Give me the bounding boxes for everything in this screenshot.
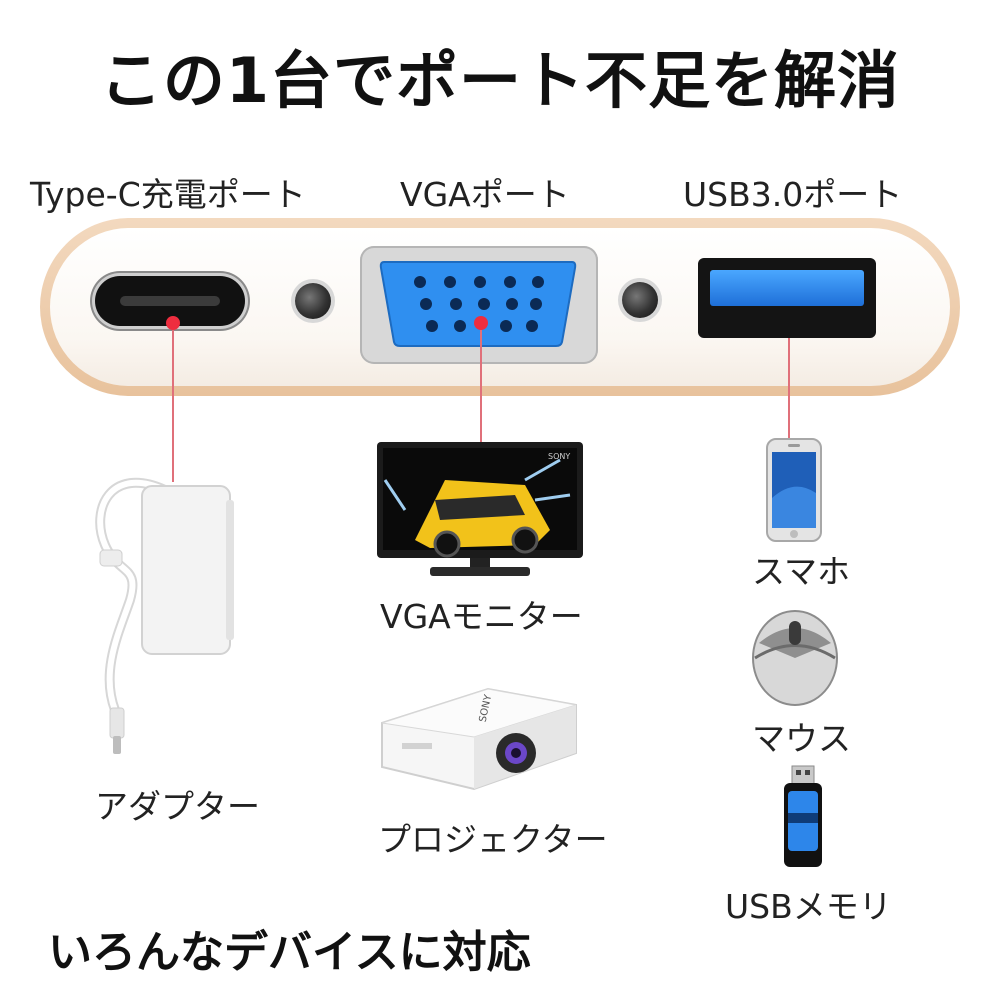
usb-stick-label: USBメモリ <box>725 887 892 926</box>
screw-left <box>295 283 331 319</box>
vga-monitor-label: VGAモニター <box>380 597 583 636</box>
usb-connector-line <box>788 338 790 438</box>
page-title: この1台でポート不足を解消 <box>99 44 901 117</box>
projector-label: プロジェクター <box>378 820 608 859</box>
typec-marker-dot <box>166 316 180 330</box>
adapter-icon <box>95 477 234 754</box>
usb-port-tongue <box>710 270 864 306</box>
typec-port-tongue <box>120 296 220 306</box>
vga-marker-dot <box>474 316 488 330</box>
projector-icon <box>381 687 577 791</box>
vga-connector-line <box>480 322 482 444</box>
typec-connector-line <box>172 322 174 482</box>
typec-port-label: Type-C充電ポート <box>30 175 306 214</box>
monitor-brand: SONY <box>548 452 571 461</box>
smartphone-icon <box>766 438 822 542</box>
compatibility-caption: いろんなデバイスに対応 <box>48 927 531 978</box>
vga-port <box>379 261 577 347</box>
adapter-label: アダプター <box>95 787 260 826</box>
usb-stick-icon <box>784 765 822 867</box>
screw-right <box>622 282 658 318</box>
smartphone-label: スマホ <box>752 552 851 591</box>
mouse-icon <box>752 610 838 706</box>
vga-port-label: VGAポート <box>400 175 570 214</box>
usb-port-label: USB3.0ポート <box>683 175 903 214</box>
mouse-label: マウス <box>752 719 851 758</box>
vga-monitor-icon <box>377 442 583 576</box>
